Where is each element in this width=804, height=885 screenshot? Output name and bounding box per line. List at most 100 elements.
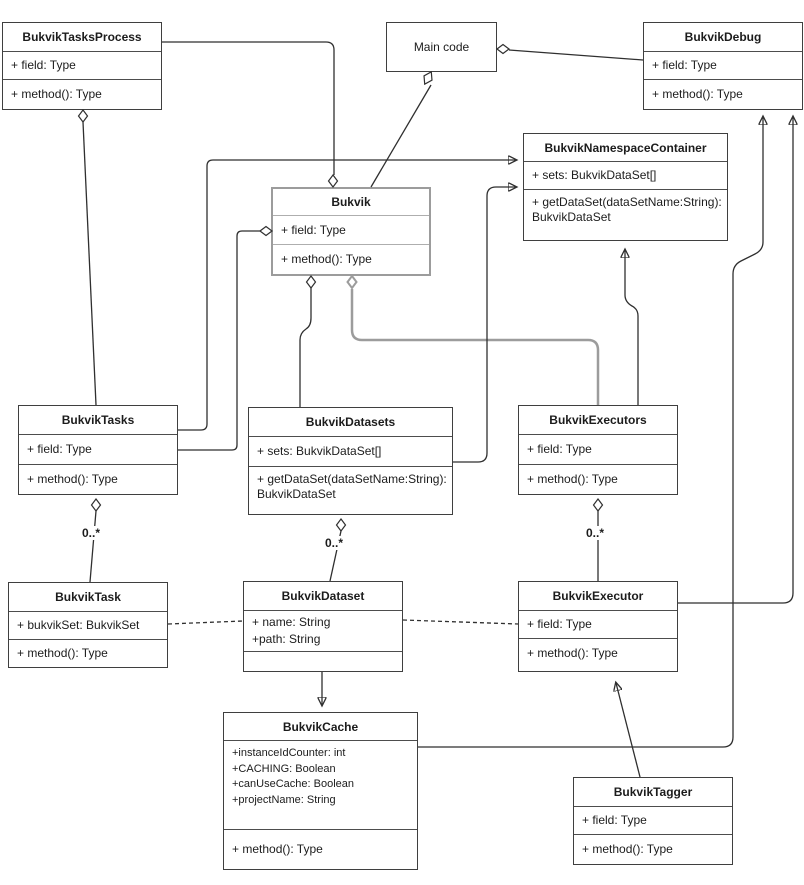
field-row: + sets: BukvikDataSet[] bbox=[257, 444, 382, 458]
class-methods-empty bbox=[244, 651, 402, 671]
field-row: + field: Type bbox=[527, 617, 592, 631]
connector-bukvik-executors bbox=[350, 289, 600, 405]
class-fields: + field: Type bbox=[19, 434, 177, 464]
class-fields: + bukvikSet: BukvikSet bbox=[9, 611, 167, 639]
aggregation-diamond-icon bbox=[346, 274, 358, 290]
class-fields: + field: Type bbox=[3, 51, 161, 79]
multiplicity-label: 0..* bbox=[323, 536, 346, 550]
method-row-cont: BukvikDataSet bbox=[532, 210, 611, 224]
class-box-main-code[interactable]: Main code bbox=[386, 22, 497, 72]
class-title: BukvikCache bbox=[282, 719, 359, 734]
field-row: + field: Type bbox=[11, 58, 76, 72]
class-title: BukvikExecutors bbox=[549, 413, 647, 427]
connector-tagger-executor bbox=[616, 683, 641, 778]
connector-maincode-bukvik bbox=[370, 84, 432, 188]
class-methods: + method(): Type bbox=[273, 244, 429, 274]
class-box-bukvik-executor[interactable]: BukvikExecutor + field: Type + method():… bbox=[518, 581, 678, 672]
connector-tasksprocess-tasks bbox=[82, 121, 97, 406]
class-fields: + sets: BukvikDataSet[] bbox=[524, 161, 727, 189]
class-box-bukvik-tasks-process[interactable]: BukvikTasksProcess + field: Type + metho… bbox=[2, 22, 162, 110]
class-title: BukvikNamespaceContainer bbox=[544, 140, 707, 155]
multiplicity-label: 0..* bbox=[80, 526, 103, 540]
method-row: + method(): Type bbox=[527, 472, 618, 486]
class-title: Bukvik bbox=[331, 195, 371, 209]
class-title: BukvikDatasets bbox=[305, 415, 396, 429]
class-title: BukvikTask bbox=[55, 590, 121, 604]
class-box-bukvik-dataset[interactable]: BukvikDataset + name: String +path: Stri… bbox=[243, 581, 403, 672]
connector-datasets-namespacecontainer bbox=[453, 187, 516, 463]
class-box-bukvik-executors[interactable]: BukvikExecutors + field: Type + method()… bbox=[518, 405, 678, 495]
connector-maincode-debug bbox=[508, 49, 644, 61]
class-methods: + method(): Type bbox=[19, 464, 177, 494]
connector-executors-namespacecontainer bbox=[625, 250, 639, 405]
field-row: + field: Type bbox=[281, 222, 346, 237]
method-row: + getDataSet(dataSetName:String): bbox=[257, 472, 447, 486]
field-row: +projectName: String bbox=[232, 793, 336, 806]
method-row: + method(): Type bbox=[652, 87, 743, 101]
class-fields: +instanceIdCounter: int +CACHING: Boolea… bbox=[224, 740, 417, 829]
multiplicity-label: 0..* bbox=[584, 526, 607, 540]
method-row: + method(): Type bbox=[27, 472, 118, 486]
class-title: Main code bbox=[413, 40, 470, 54]
class-methods: + method(): Type bbox=[224, 829, 417, 869]
field-row: + name: String bbox=[252, 615, 331, 629]
connector-dataset-executor-dashed bbox=[402, 619, 519, 625]
aggregation-diamond-icon bbox=[305, 275, 317, 289]
class-box-bukvik-tagger[interactable]: BukvikTagger + field: Type + method(): T… bbox=[573, 777, 733, 865]
class-methods: + method(): Type bbox=[519, 638, 677, 667]
connector-bukvik-datasets bbox=[299, 288, 312, 407]
class-title: BukvikExecutor bbox=[552, 589, 644, 603]
class-title: BukvikTasksProcess bbox=[22, 30, 142, 44]
field-row: +path: String bbox=[252, 632, 321, 646]
class-box-bukvik-datasets[interactable]: BukvikDatasets + sets: BukvikDataSet[] +… bbox=[248, 407, 453, 515]
class-fields: + field: Type bbox=[519, 610, 677, 638]
field-row: + field: Type bbox=[527, 442, 592, 456]
method-row: + getDataSet(dataSetName:String): bbox=[532, 195, 722, 209]
class-box-bukvik-tasks[interactable]: BukvikTasks + field: Type + method(): Ty… bbox=[18, 405, 178, 495]
aggregation-diamond-icon bbox=[335, 518, 347, 532]
aggregation-diamond-icon bbox=[496, 43, 510, 55]
field-row: +canUseCache: Boolean bbox=[232, 778, 354, 790]
field-row: + sets: BukvikDataSet[] bbox=[532, 168, 657, 182]
class-box-bukvik-debug[interactable]: BukvikDebug + field: Type + method(): Ty… bbox=[643, 22, 803, 110]
method-row: + method(): Type bbox=[11, 87, 102, 101]
field-row: +instanceIdCounter: int bbox=[232, 747, 346, 759]
class-fields: + sets: BukvikDataSet[] bbox=[249, 436, 452, 466]
field-row: + field: Type bbox=[652, 58, 717, 72]
connector-task-dataset-dashed bbox=[167, 620, 244, 625]
class-fields: + field: Type bbox=[273, 215, 429, 244]
class-fields: + field: Type bbox=[519, 434, 677, 464]
aggregation-diamond-icon bbox=[327, 174, 339, 188]
class-title: BukvikDebug bbox=[684, 30, 762, 44]
field-row: + bukvikSet: BukvikSet bbox=[17, 618, 140, 632]
method-row: + method(): Type bbox=[281, 252, 372, 266]
field-row: + field: Type bbox=[27, 442, 92, 456]
method-row-cont: BukvikDataSet bbox=[257, 487, 336, 501]
class-box-bukvik-cache[interactable]: BukvikCache +instanceIdCounter: int +CAC… bbox=[223, 712, 418, 870]
field-row: + field: Type bbox=[582, 813, 647, 827]
field-row: +CACHING: Boolean bbox=[232, 762, 336, 775]
aggregation-diamond-icon bbox=[423, 70, 433, 86]
class-methods: + getDataSet(dataSetName:String): Bukvik… bbox=[524, 189, 727, 240]
class-box-bukvik-task[interactable]: BukvikTask + bukvikSet: BukvikSet + meth… bbox=[8, 582, 168, 668]
class-methods: + method(): Type bbox=[574, 834, 732, 864]
method-row: + method(): Type bbox=[232, 842, 323, 856]
class-fields: + field: Type bbox=[644, 51, 802, 79]
class-box-bukvik[interactable]: Bukvik + field: Type + method(): Type bbox=[271, 187, 431, 276]
connector-tasksprocess-bukvik bbox=[162, 41, 335, 175]
class-box-bukvik-namespace-container[interactable]: BukvikNamespaceContainer + sets: BukvikD… bbox=[523, 133, 728, 241]
class-fields: + name: String +path: String bbox=[244, 610, 402, 651]
class-methods: + getDataSet(dataSetName:String): Bukvik… bbox=[249, 466, 452, 514]
class-fields: + field: Type bbox=[574, 806, 732, 834]
method-row: + method(): Type bbox=[527, 645, 618, 660]
method-row: + method(): Type bbox=[582, 842, 673, 856]
aggregation-diamond-icon bbox=[592, 498, 604, 512]
class-methods: + method(): Type bbox=[519, 464, 677, 494]
class-methods: + method(): Type bbox=[644, 79, 802, 109]
connector-tasks-task bbox=[89, 510, 97, 583]
aggregation-diamond-icon bbox=[90, 498, 102, 512]
method-row: + method(): Type bbox=[17, 646, 108, 660]
aggregation-diamond-icon bbox=[77, 109, 89, 123]
class-methods: + method(): Type bbox=[3, 79, 161, 109]
